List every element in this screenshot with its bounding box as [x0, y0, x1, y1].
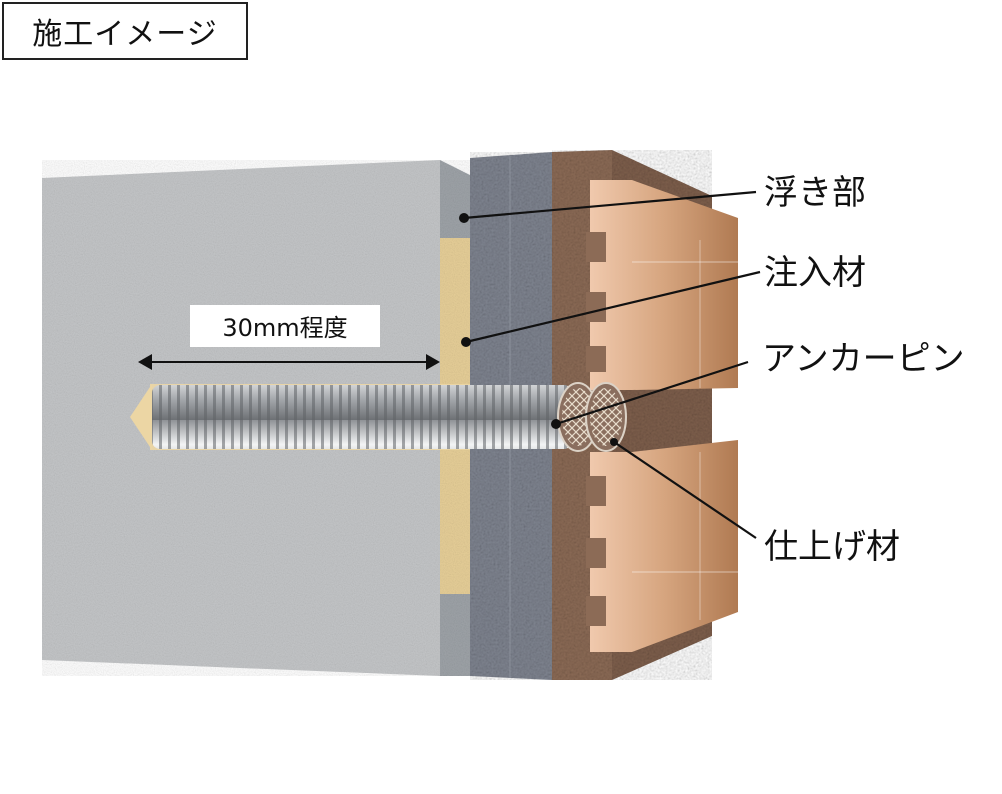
leader-dots	[459, 213, 618, 446]
label-injection-material: 注入材	[764, 253, 866, 293]
label-finish-material: 仕上げ材	[764, 527, 900, 567]
finish-tiles	[586, 180, 738, 652]
dimension-label: 30mm程度	[222, 314, 347, 342]
anchor-pin	[152, 382, 627, 452]
page-title: 施工イメージ	[2, 2, 248, 60]
label-floating-part: 浮き部	[764, 173, 866, 213]
leader-lines	[463, 190, 761, 539]
label-anchor-pin: アンカーピン	[762, 339, 965, 379]
dimension-marker: 30mm程度	[138, 305, 440, 370]
